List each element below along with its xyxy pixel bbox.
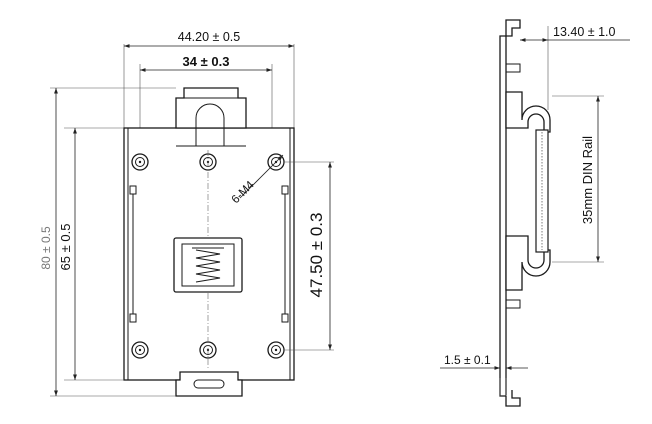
m4-hole bbox=[199, 341, 217, 359]
rail-grip-lower bbox=[505, 235, 551, 291]
bottom-clip-tab bbox=[175, 371, 243, 397]
side-view: 13.40 ± 1.0 35mm DIN Rail 1.5 ± 0.1 bbox=[440, 19, 630, 407]
spring-latch bbox=[173, 237, 243, 293]
m4-hole bbox=[131, 341, 149, 359]
hole-width-label: 34 ± 0.3 bbox=[183, 54, 230, 69]
thickness-label: 1.5 ± 0.1 bbox=[444, 353, 491, 367]
depth-label: 13.40 ± 1.0 bbox=[553, 25, 616, 39]
front-view: 44.20 ± 0.5 34 ± 0.3 bbox=[39, 30, 334, 397]
side-bottom-hook bbox=[505, 390, 521, 407]
vertical-spacing-label: 47.50 ± 0.3 bbox=[307, 213, 326, 298]
rail-grip-upper bbox=[505, 91, 551, 133]
thread-leader bbox=[239, 154, 284, 199]
side-bracket-body bbox=[499, 35, 507, 397]
rail-label: 35mm DIN Rail bbox=[580, 136, 595, 224]
top-clip-slot bbox=[195, 103, 225, 146]
hole-height-label: 65 ± 0.5 bbox=[58, 224, 73, 271]
overall-height-label: 80 ± 0.5 bbox=[39, 226, 53, 270]
bottom-clip-slot bbox=[193, 379, 225, 389]
m4-hole bbox=[267, 341, 285, 359]
top-clip-tab bbox=[175, 87, 247, 129]
m4-hole bbox=[131, 153, 149, 171]
din-rail bbox=[535, 129, 549, 253]
overall-width-label: 44.20 ± 0.5 bbox=[178, 30, 241, 44]
side-top-hook bbox=[505, 19, 521, 37]
side-top-tab bbox=[506, 63, 521, 73]
side-bottom-tab bbox=[506, 299, 521, 309]
